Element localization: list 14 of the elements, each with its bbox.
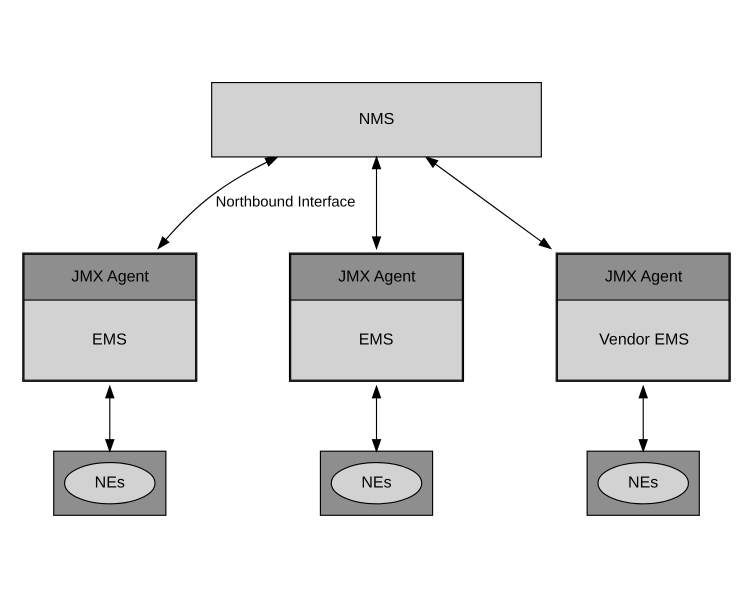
arrow (424, 156, 552, 250)
node-ellipse: NEs (330, 462, 422, 504)
cluster (319, 450, 433, 516)
node-ellipse: NEs (64, 462, 156, 504)
node-box: NMS (210, 82, 542, 158)
node-ellipse: NEs (596, 462, 688, 504)
cluster (52, 450, 166, 516)
arrow (371, 155, 381, 250)
arrow (156, 156, 278, 250)
edge-label: Northbound Interface (215, 194, 355, 211)
cluster (586, 450, 700, 516)
arrow (104, 384, 114, 453)
arrow (638, 384, 648, 453)
arrow (371, 384, 381, 453)
